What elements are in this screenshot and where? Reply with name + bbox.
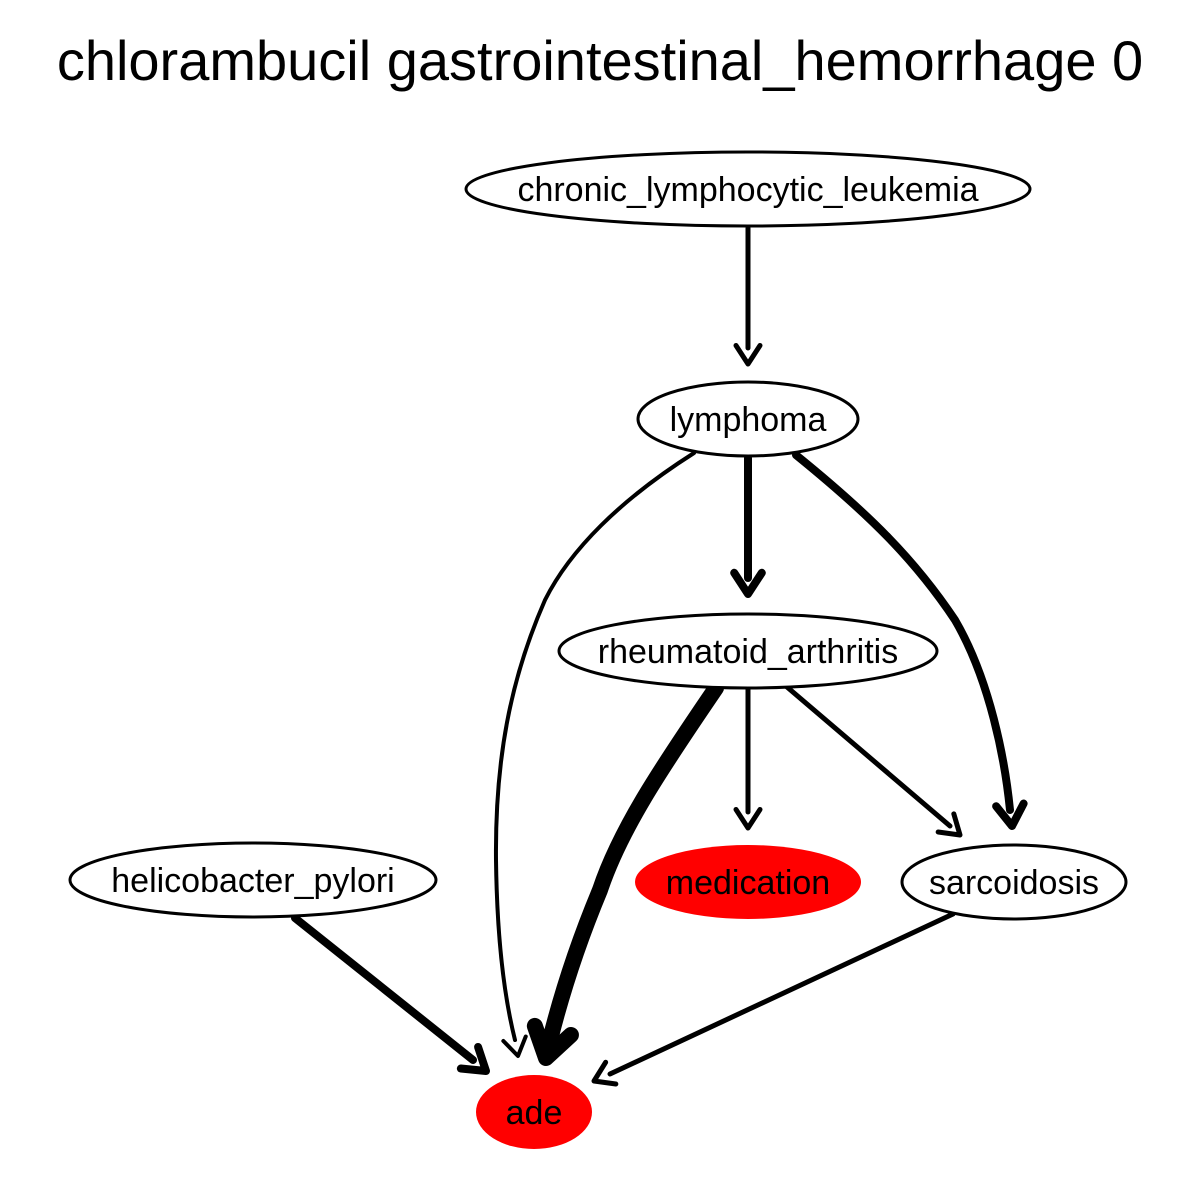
edge-arrowhead [501, 1034, 528, 1058]
node-ellipse [900, 843, 1128, 921]
edge-sarcoidosis-to-ade [591, 911, 956, 1087]
edge-line [607, 911, 956, 1077]
edge-lymphoma-to-ade [493, 451, 696, 1058]
node-label: chronic_lymphocytic_leukemia [517, 171, 978, 209]
edge-rheumatoid-arthritis-to-medication [733, 685, 763, 831]
node-helicobacter-pylori: helicobacter_pylori [68, 841, 438, 919]
edge-rheumatoid-arthritis-to-ade [526, 680, 724, 1066]
edge-arrowhead [992, 799, 1028, 830]
node-label: medication [666, 864, 830, 902]
edge-arrowhead [591, 1059, 619, 1087]
edge-arrowhead [456, 1042, 490, 1075]
edge-arrowhead [733, 807, 763, 831]
node-label: helicobacter_pylori [111, 862, 395, 900]
edge-lymphoma-to-sarcoidosis [792, 451, 1028, 830]
edge-line [784, 684, 953, 829]
node-ellipse [636, 380, 860, 458]
edge-arrowhead [733, 343, 763, 367]
edges-layer [291, 225, 1028, 1087]
edge-line [493, 451, 696, 1042]
node-chronic-lymphocytic-leukemia: chronic_lymphocytic_leukemia [464, 150, 1032, 228]
node-ade: ade [476, 1075, 592, 1149]
edge-lymphoma-to-rheumatoid-arthritis [730, 454, 766, 598]
node-lymphoma: lymphoma [636, 380, 860, 458]
node-label: sarcoidosis [929, 864, 1099, 902]
edge-chronic-lymphocytic-leukemia-to-lymphoma [733, 225, 763, 367]
node-ellipse [68, 841, 438, 919]
edge-line [792, 451, 1014, 814]
edge-helicobacter-pylori-to-ade [291, 914, 490, 1075]
edge-arrowhead [526, 1017, 579, 1066]
node-ellipse [464, 150, 1032, 228]
edge-arrowhead [730, 568, 766, 598]
node-sarcoidosis: sarcoidosis [900, 843, 1128, 921]
node-medication: medication [635, 845, 861, 919]
edge-rheumatoid-arthritis-to-sarcoidosis [784, 684, 963, 838]
node-rheumatoid-arthritis: rheumatoid_arthritis [557, 612, 939, 690]
diagram-title: chlorambucil gastrointestinal_hemorrhage… [56, 29, 1144, 92]
node-ellipse [635, 845, 861, 919]
edge-line [291, 914, 477, 1064]
nodes-layer: chronic_lymphocytic_leukemia lymphoma rheu… [68, 150, 1128, 1149]
node-label: ade [506, 1094, 563, 1132]
node-label: lymphoma [670, 401, 827, 439]
edge-line [542, 680, 724, 1048]
node-ellipse [476, 1075, 592, 1149]
node-label: rheumatoid_arthritis [598, 633, 898, 671]
node-ellipse [557, 612, 939, 690]
edge-arrowhead [935, 811, 963, 838]
